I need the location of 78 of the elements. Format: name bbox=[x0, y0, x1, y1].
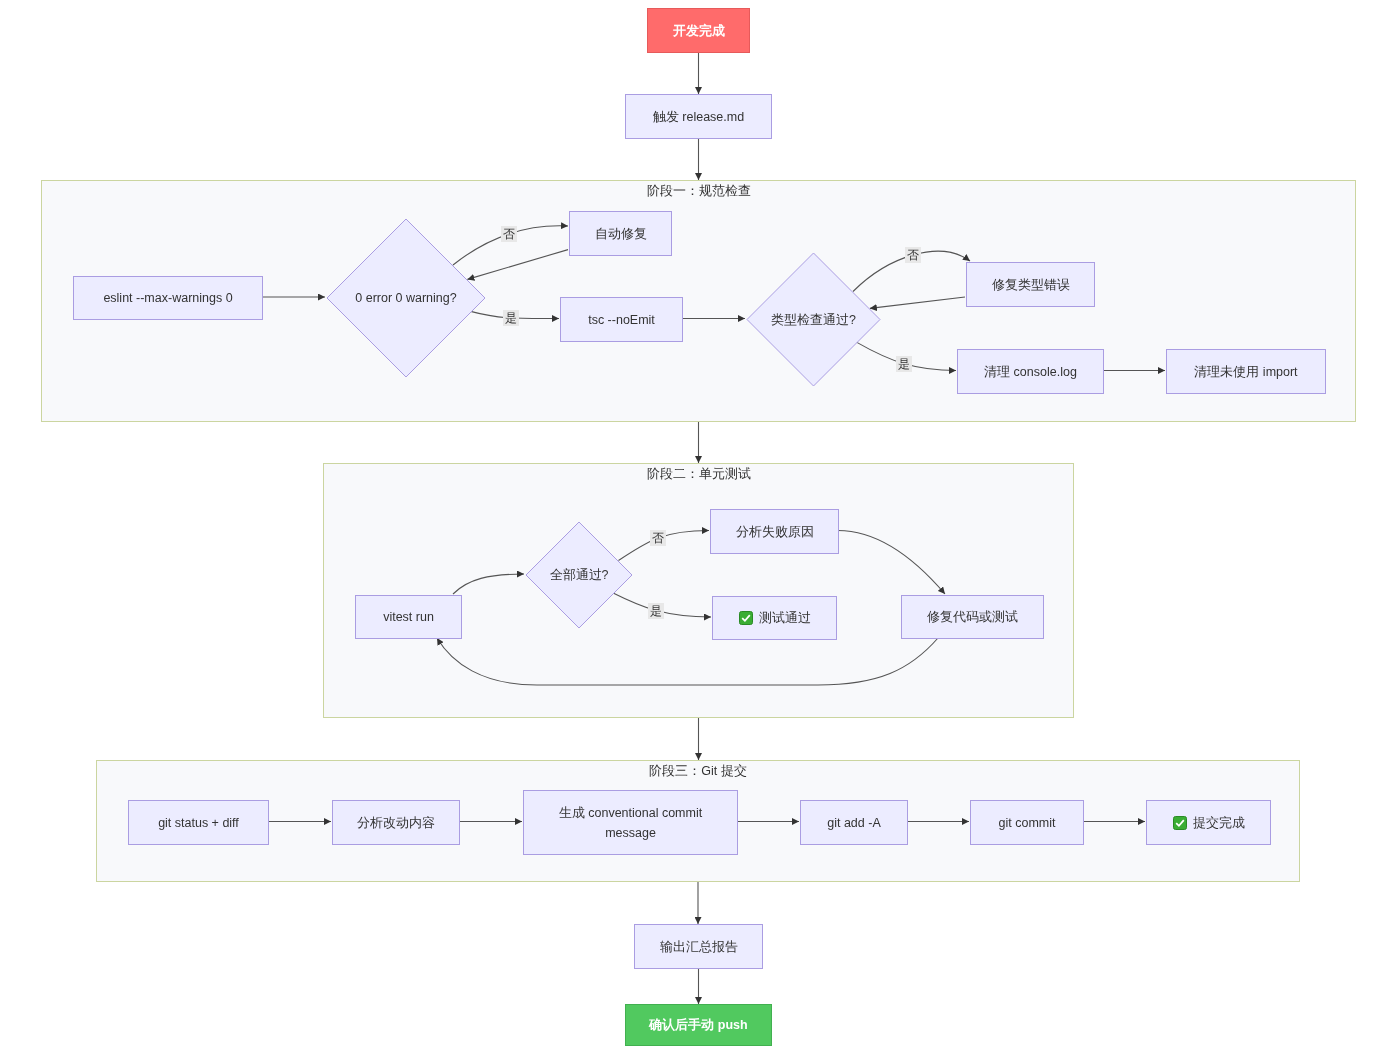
decision-label: 0 error 0 warning? bbox=[355, 290, 457, 307]
step-label: 生成 conventional commit message bbox=[557, 804, 704, 842]
process-box bbox=[73, 276, 263, 320]
step-label: git add -A bbox=[827, 814, 881, 832]
arrow bbox=[261, 293, 326, 301]
step-label: git status + diff bbox=[158, 814, 239, 832]
decision-diamond bbox=[746, 252, 881, 387]
arrow bbox=[855, 341, 957, 374]
process-box bbox=[128, 800, 269, 845]
arrow bbox=[695, 421, 702, 464]
arrow bbox=[695, 138, 702, 181]
process-box bbox=[966, 262, 1095, 307]
stage-panel bbox=[41, 180, 1356, 422]
process-box bbox=[560, 297, 683, 342]
step-label: 输出汇总报告 bbox=[659, 938, 738, 956]
arrow bbox=[436, 637, 939, 686]
process-box bbox=[970, 800, 1084, 845]
step-label: 清理 console.log bbox=[984, 363, 1077, 381]
stage-panel bbox=[96, 760, 1300, 882]
arrow bbox=[1082, 818, 1146, 825]
step-label: tsc --noEmit bbox=[588, 311, 655, 329]
decision-label: 全部通过? bbox=[549, 567, 609, 584]
arrow bbox=[695, 52, 702, 95]
arrow bbox=[267, 818, 332, 825]
step-label: 提交完成 bbox=[1192, 814, 1245, 832]
step-label: 修复代码或测试 bbox=[927, 609, 1018, 626]
arrow bbox=[452, 570, 525, 595]
step-label: 触发 release.md bbox=[652, 108, 745, 126]
arrow bbox=[612, 592, 712, 621]
end-node bbox=[625, 1004, 772, 1046]
process-box bbox=[625, 94, 772, 139]
arrow bbox=[694, 881, 702, 925]
step-label: 测试通过 bbox=[758, 610, 811, 627]
stage-panel bbox=[323, 463, 1074, 718]
process-box bbox=[634, 924, 763, 969]
stage-title: 阶段三：Git 提交 bbox=[649, 763, 747, 780]
step-label: 确认后手动 push bbox=[649, 1017, 748, 1034]
edge-label: 否 bbox=[650, 530, 667, 546]
arrow bbox=[869, 296, 966, 311]
arrow bbox=[906, 818, 970, 825]
decision-label: 类型检查通过? bbox=[771, 311, 856, 329]
arrow bbox=[466, 249, 569, 281]
process-box bbox=[569, 211, 672, 256]
arrow bbox=[458, 818, 523, 825]
step-label: 自动修复 bbox=[594, 225, 647, 243]
step-label: 修复类型错误 bbox=[991, 276, 1070, 294]
arrow bbox=[695, 717, 702, 761]
process-box bbox=[800, 800, 908, 845]
step-label: 分析失败原因 bbox=[735, 523, 814, 541]
process-box bbox=[332, 800, 460, 845]
stage-title: 阶段一：规范检查 bbox=[646, 183, 751, 200]
arrow bbox=[452, 222, 569, 266]
arrow bbox=[852, 250, 971, 293]
stage-title: 阶段二：单元测试 bbox=[646, 466, 751, 483]
step-label: vitest run bbox=[383, 609, 434, 626]
arrow bbox=[470, 310, 560, 322]
arrow bbox=[837, 529, 946, 595]
arrow bbox=[695, 968, 702, 1005]
process-box bbox=[523, 790, 738, 855]
start-node bbox=[647, 8, 750, 53]
process-box bbox=[1146, 800, 1271, 845]
process-box bbox=[1166, 349, 1326, 394]
process-box bbox=[710, 509, 839, 554]
process-box bbox=[957, 349, 1104, 394]
step-label: eslint --max-warnings 0 bbox=[103, 290, 233, 307]
step-label: 分析改动内容 bbox=[357, 814, 435, 832]
arrow bbox=[736, 818, 800, 825]
decision-diamond bbox=[525, 521, 633, 629]
decision-diamond bbox=[326, 218, 486, 378]
process-box bbox=[712, 596, 837, 640]
arrow bbox=[1102, 367, 1166, 374]
process-box bbox=[901, 595, 1044, 639]
step-label: 开发完成 bbox=[672, 22, 725, 40]
step-label: git commit bbox=[998, 814, 1056, 832]
step-label: 清理未使用 import bbox=[1194, 363, 1298, 381]
arrow bbox=[681, 315, 746, 322]
process-box bbox=[355, 595, 462, 639]
arrow bbox=[617, 527, 710, 562]
